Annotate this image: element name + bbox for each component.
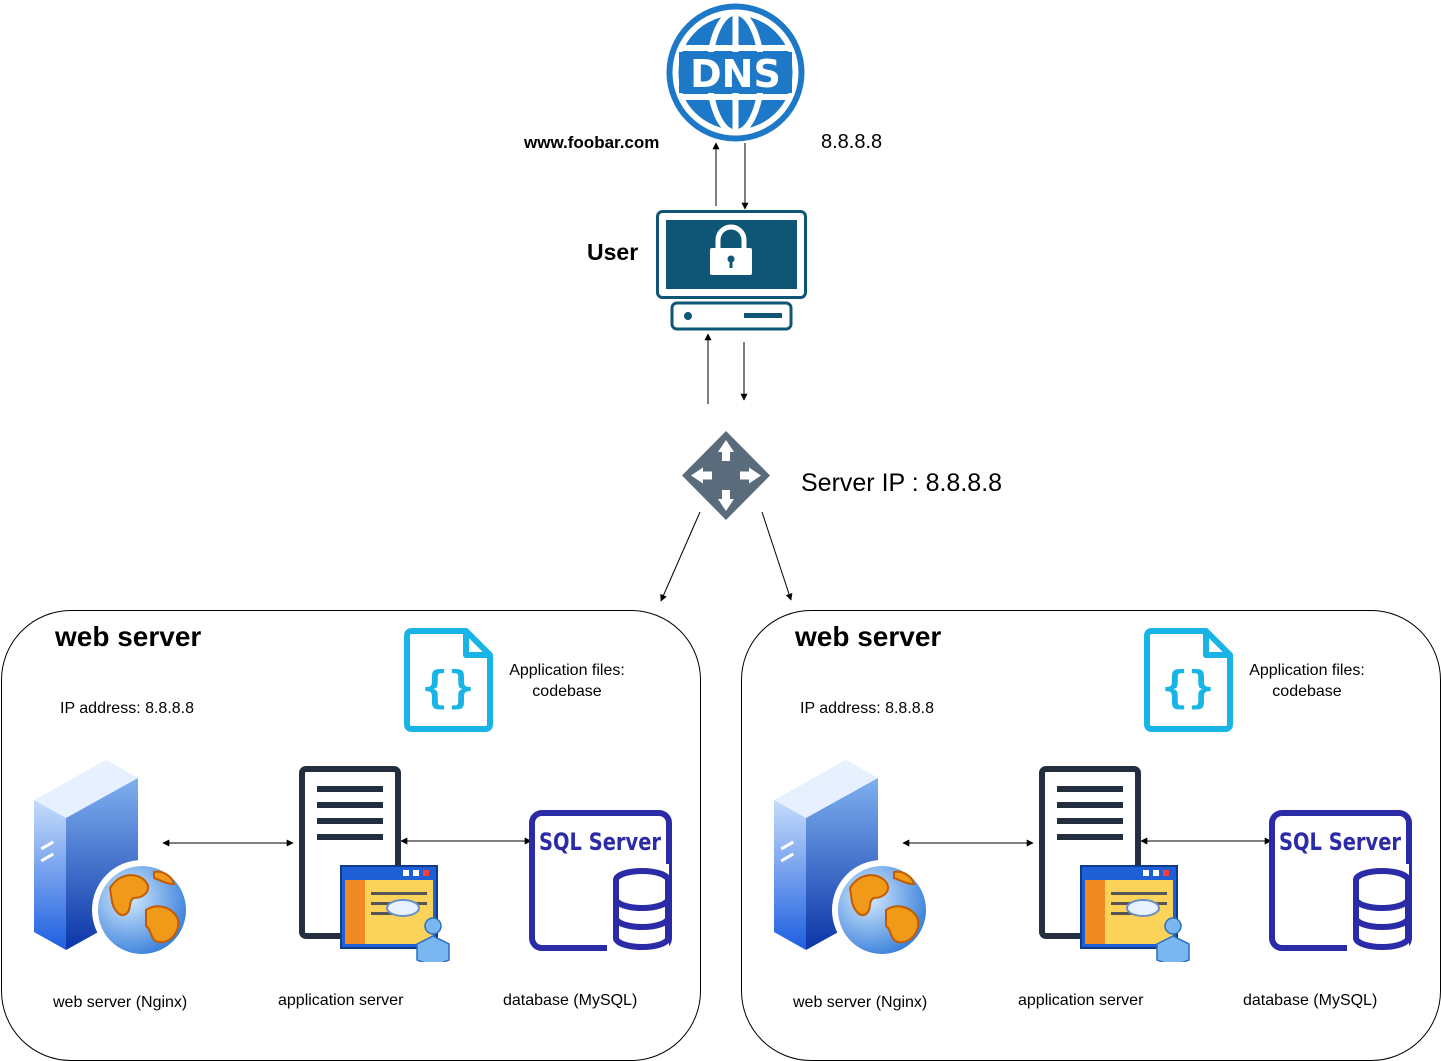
database-mysql-label-2: database (MySQL) <box>1243 992 1378 1009</box>
web-server-nginx-label-1: web server (Nginx) <box>53 994 188 1011</box>
web-server-globe-icon-1 <box>34 760 192 960</box>
app-files-label-2: Application files: codebase <box>1237 660 1377 702</box>
web-server-nginx-label-2: web server (Nginx) <box>793 994 928 1011</box>
dns-domain-label: www.foobar.com <box>524 133 660 152</box>
sql-server-text-1: SQL Server <box>539 828 661 856</box>
ip-address-label-1: IP address: 8.8.8.8 <box>60 700 195 717</box>
svg-text:{}: {} <box>422 662 475 713</box>
user-computer-icon <box>656 210 807 331</box>
application-server-icon-1 <box>299 766 450 962</box>
application-server-label-1: application server <box>278 992 404 1009</box>
application-server-label-2: application server <box>1018 992 1144 1009</box>
router-icon <box>682 431 770 520</box>
svg-text:{}: {} <box>1162 662 1215 713</box>
web-server-title-1: web server <box>55 621 202 652</box>
sql-server-database-icon-2: SQL Server <box>1269 810 1412 951</box>
server-ip-label: Server IP : 8.8.8.8 <box>801 469 1003 497</box>
ip-address-label-2: IP address: 8.8.8.8 <box>800 700 935 717</box>
dns-ip-label: 8.8.8.8 <box>821 131 883 153</box>
application-server-icon-2 <box>1039 766 1190 962</box>
codebase-file-icon-1: {} <box>404 628 493 732</box>
web-server-title-2: web server <box>795 621 942 652</box>
app-files-line2-2: codebase <box>1272 683 1342 700</box>
dns-icon-text: DNS <box>690 52 781 96</box>
sql-server-text-2: SQL Server <box>1279 828 1401 856</box>
app-files-line1-1: Application files: <box>509 662 625 679</box>
database-mysql-label-1: database (MySQL) <box>503 992 638 1009</box>
codebase-file-icon-2: {} <box>1144 628 1233 732</box>
app-files-line1-2: Application files: <box>1249 662 1365 679</box>
arrow-router-to-server-2 <box>761 511 793 601</box>
web-server-globe-icon-2 <box>774 760 932 960</box>
user-label: User <box>587 239 639 265</box>
dns-globe-icon: DNS <box>666 3 805 142</box>
arrow-router-to-server-1 <box>660 511 701 602</box>
app-files-label-1: Application files: codebase <box>497 660 637 702</box>
sql-server-database-icon-1: SQL Server <box>529 810 672 951</box>
app-files-line2-1: codebase <box>532 683 602 700</box>
